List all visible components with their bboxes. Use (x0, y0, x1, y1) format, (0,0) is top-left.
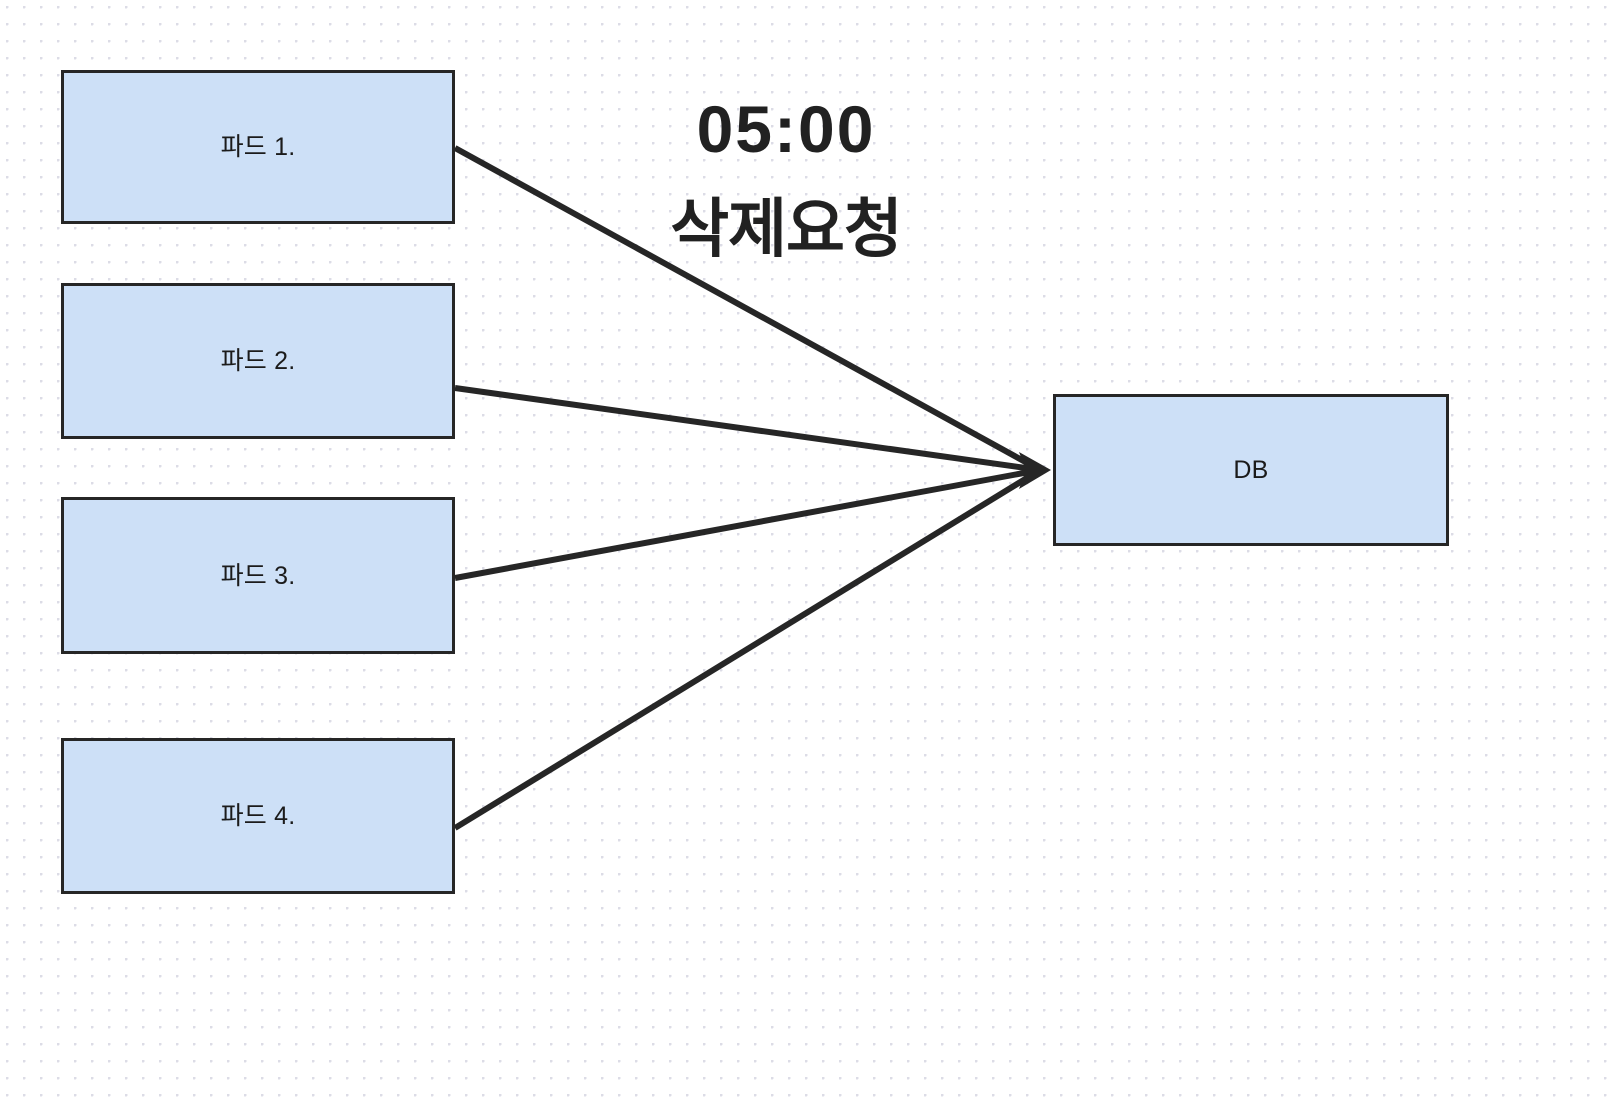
node-db[interactable]: DB (1053, 394, 1449, 546)
node-pod-1[interactable]: 파드 1. (61, 70, 455, 224)
node-pod-2-label: 파드 2. (220, 347, 296, 375)
node-pod-4-label: 파드 4. (220, 802, 296, 830)
node-pod-1-label: 파드 1. (220, 133, 296, 161)
page-title: 05:00 삭제요청 (586, 78, 986, 279)
node-pod-3[interactable]: 파드 3. (61, 497, 455, 654)
edge-pod2-to-db (454, 385, 1041, 473)
title-action: 삭제요청 (670, 193, 903, 266)
edge-pod4-to-db (453, 467, 1042, 831)
node-db-label: DB (1233, 456, 1269, 484)
node-pod-3-label: 파드 3. (220, 561, 296, 590)
node-pod-2[interactable]: 파드 2. (61, 283, 455, 439)
node-pod-4[interactable]: 파드 4. (61, 738, 455, 894)
edge-pod3-to-db (454, 467, 1041, 581)
edge-arrowhead-icon (1019, 452, 1051, 489)
title-time: 05:00 (696, 92, 876, 166)
